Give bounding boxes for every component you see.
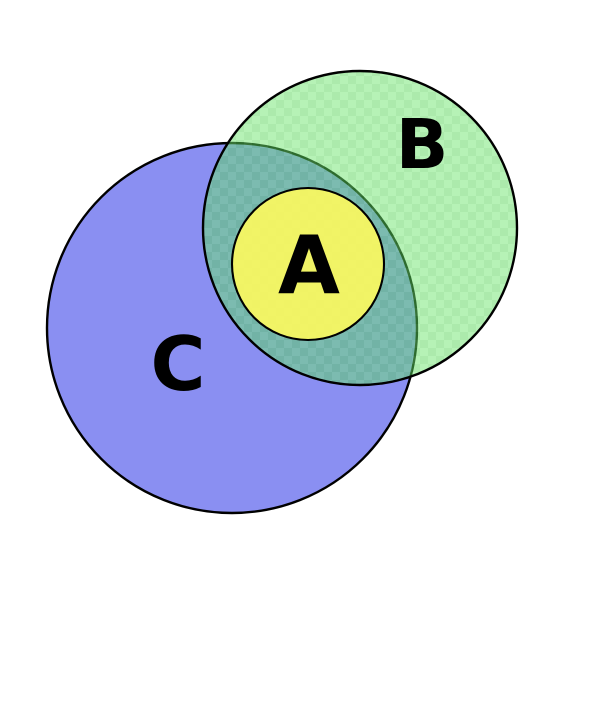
set-b-label: B [396, 105, 449, 185]
set-a-circle [230, 186, 386, 342]
set-a-label: A [278, 219, 340, 312]
set-c-label: C [150, 320, 205, 408]
